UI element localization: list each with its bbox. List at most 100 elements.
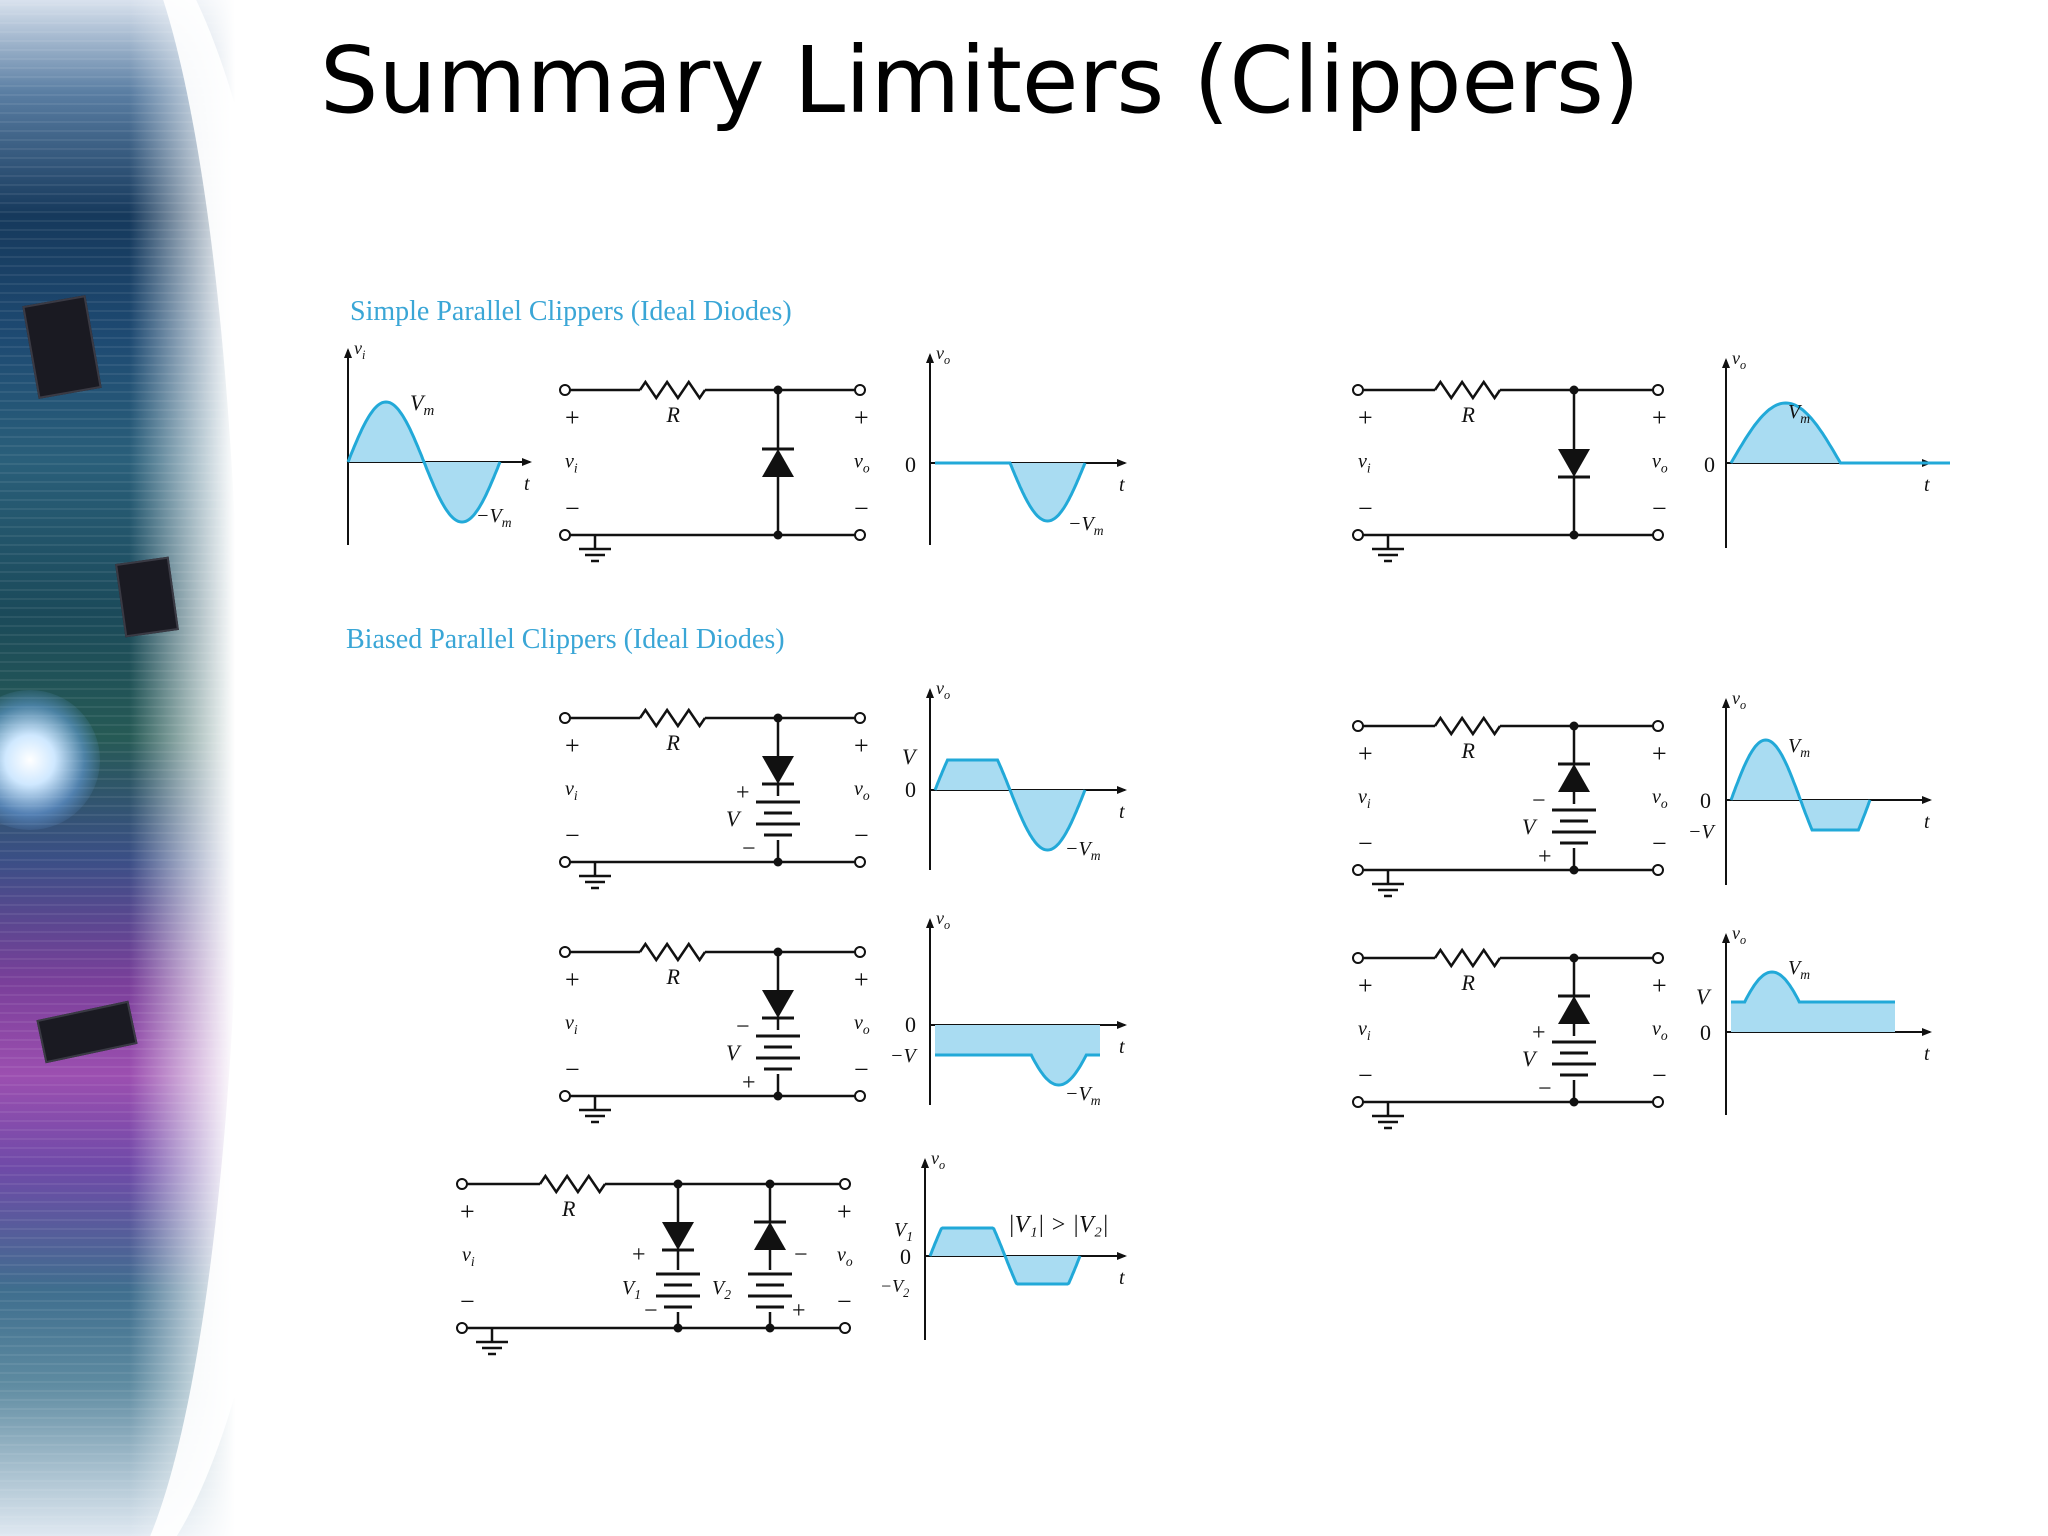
- vi-label: vi: [565, 1012, 578, 1037]
- resistor-zigzag: [1433, 715, 1502, 737]
- bias-label: −V: [1688, 821, 1716, 843]
- battery-voltage-label: V: [1522, 1046, 1538, 1071]
- waveform-line: [1729, 738, 1872, 832]
- t-axis-label: t: [1924, 474, 1930, 496]
- bias-label: V: [902, 744, 918, 769]
- y-axis-arrow: [926, 688, 934, 698]
- waveform-line: [933, 758, 1087, 852]
- section-label-biased: Biased Parallel Clippers (Ideal Diodes): [346, 624, 785, 655]
- vo-axis-label: vo: [1732, 923, 1746, 947]
- vo-label: vo: [854, 1012, 870, 1037]
- battery-polarity: −: [736, 1014, 750, 1040]
- vi-label: vi: [565, 778, 578, 803]
- vi-label: vi: [1358, 786, 1371, 811]
- resistor-zigzag: [1433, 379, 1502, 401]
- terminal: [854, 1090, 866, 1102]
- battery-polarity: −: [742, 836, 756, 862]
- minus-sign: −: [460, 1287, 475, 1316]
- bias-label: V1: [894, 1219, 913, 1244]
- y-axis-arrow: [1722, 358, 1730, 368]
- battery-polarity: −: [794, 1242, 808, 1268]
- vo-label: vo: [854, 778, 870, 803]
- vo-label: vo: [854, 451, 870, 476]
- t-axis-arrow: [522, 458, 532, 466]
- minus-sign: −: [854, 494, 869, 523]
- zero-label: 0: [900, 1244, 911, 1269]
- decorative-circuit-board-banner: [0, 0, 235, 1536]
- minus-sign: −: [1652, 494, 1667, 523]
- minus-sign: −: [1358, 494, 1373, 523]
- minus-sign: −: [854, 1055, 869, 1084]
- diode-triangle: [1558, 764, 1590, 792]
- battery-polarity: +: [1538, 844, 1552, 870]
- terminal: [1652, 952, 1664, 964]
- peak-label: Vm: [1788, 401, 1810, 426]
- zero-label: 0: [905, 452, 916, 477]
- t-axis-label: t: [1119, 1036, 1125, 1058]
- peak-label: Vm: [410, 390, 434, 419]
- zero-label: 0: [905, 777, 916, 802]
- page-title: Summary Limiters (Clippers): [320, 27, 1640, 134]
- bias-label: V: [1696, 984, 1712, 1009]
- battery-polarity: +: [792, 1298, 806, 1324]
- y-axis-arrow: [1722, 698, 1730, 708]
- resistor-label: R: [1461, 970, 1476, 995]
- plus-sign: +: [1652, 739, 1667, 768]
- resistor-zigzag: [638, 707, 707, 729]
- terminal: [1352, 529, 1364, 541]
- battery-voltage-label: V: [1522, 814, 1538, 839]
- plus-sign: +: [854, 403, 869, 432]
- terminal: [1352, 384, 1364, 396]
- trough-label: −Vm: [476, 505, 512, 530]
- t-axis-label: t: [1119, 801, 1125, 823]
- vo-label: vo: [837, 1244, 853, 1269]
- terminal: [1652, 1096, 1664, 1108]
- vi-label: vi: [1358, 451, 1371, 476]
- terminal: [1652, 864, 1664, 876]
- vi-label: vi: [462, 1244, 475, 1269]
- battery-polarity: −: [644, 1298, 658, 1324]
- plus-sign: +: [854, 965, 869, 994]
- minus-sign: −: [1358, 829, 1373, 858]
- t-axis-arrow: [1117, 459, 1127, 467]
- diode-triangle: [662, 1222, 694, 1250]
- terminal: [1352, 952, 1364, 964]
- terminal: [854, 384, 866, 396]
- waveform-line: [935, 461, 1087, 523]
- t-axis-arrow: [1117, 786, 1127, 794]
- vo-axis-label: vo: [1732, 688, 1746, 712]
- terminal: [1352, 1096, 1364, 1108]
- t-axis-arrow: [1922, 796, 1932, 804]
- battery-voltage-label: V2: [712, 1277, 731, 1302]
- terminal: [854, 856, 866, 868]
- terminal: [559, 384, 571, 396]
- resistor-label: R: [1461, 402, 1476, 427]
- minus-sign: −: [1652, 1061, 1667, 1090]
- t-axis-label: t: [1924, 1043, 1930, 1065]
- t-axis-arrow: [1117, 1252, 1127, 1260]
- diode-triangle: [754, 1222, 786, 1250]
- battery-voltage-label: V: [726, 1040, 742, 1065]
- terminal: [559, 856, 571, 868]
- resistor-label: R: [666, 402, 681, 427]
- vo-axis-label: vo: [936, 908, 950, 932]
- t-axis-arrow: [1922, 1028, 1932, 1036]
- t-axis-label: t: [1924, 811, 1930, 833]
- resistor-zigzag: [638, 941, 707, 963]
- zero-label: 0: [905, 1012, 916, 1037]
- battery-polarity: +: [736, 780, 750, 806]
- terminal: [839, 1178, 851, 1190]
- waveform-line: [1729, 401, 1950, 465]
- y-axis-arrow: [344, 348, 352, 358]
- relation-label: |V₁| > |V₂|: [1008, 1212, 1109, 1238]
- plus-sign: +: [565, 731, 580, 760]
- terminal: [559, 1090, 571, 1102]
- plus-sign: +: [1358, 403, 1373, 432]
- vo-label: vo: [1652, 1018, 1668, 1043]
- zero-label: 0: [1700, 788, 1711, 813]
- bias-label: −V: [890, 1045, 918, 1067]
- vo-axis-label: vo: [931, 1148, 945, 1172]
- y-axis-arrow: [926, 353, 934, 363]
- vo-label: vo: [1652, 786, 1668, 811]
